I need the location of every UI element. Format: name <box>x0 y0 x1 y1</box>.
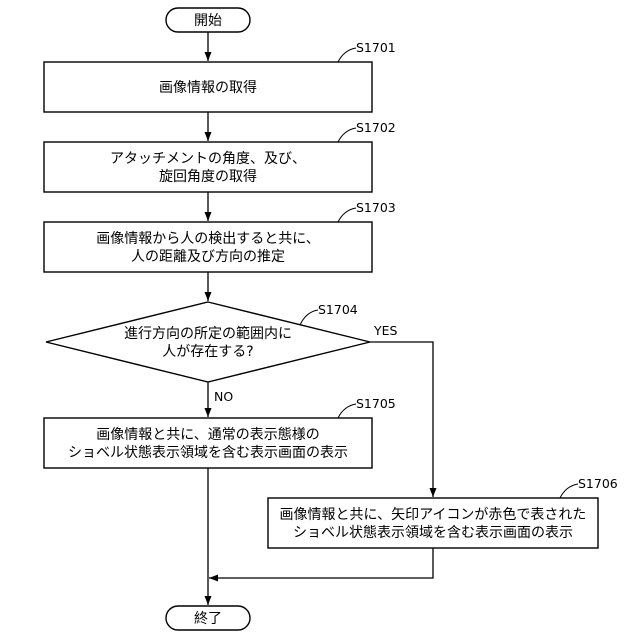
start-label: 開始 <box>194 13 222 29</box>
branch-label-no: NO <box>214 389 233 404</box>
decision-s1704-id: S1704 <box>318 302 358 317</box>
step-s1702-text-line2: 旋回角度の取得 <box>159 168 257 185</box>
process-step-s1702: アタッチメントの角度、及び、 旋回角度の取得 S1702 <box>44 120 396 192</box>
step-s1705-text-line1: 画像情報と共に、通常の表示態様の <box>96 427 320 443</box>
step-s1702-text-line1: アタッチメントの角度、及び、 <box>110 151 306 167</box>
decision-s1704-text-line2: 人が存在する? <box>162 344 253 360</box>
arrow-s1706-merge <box>209 548 433 578</box>
step-s1703-id: S1703 <box>356 200 396 215</box>
step-s1703-text-line2: 人の距離及び方向の推定 <box>131 248 285 265</box>
process-step-s1705: 画像情報と共に、通常の表示態様の ショベル状態表示領域を含む表示画面の表示 S1… <box>44 396 396 468</box>
step-s1701-leader <box>338 48 356 62</box>
end-label: 終了 <box>194 611 222 627</box>
decision-s1704-leader <box>300 310 318 325</box>
step-s1701-text: 画像情報の取得 <box>159 79 257 96</box>
arrow-yes-to-s1706 <box>370 342 433 497</box>
process-step-s1701: 画像情報の取得 S1701 <box>44 40 396 112</box>
start-terminal: 開始 <box>166 8 250 32</box>
step-s1701-id: S1701 <box>356 40 396 55</box>
end-terminal: 終了 <box>166 606 250 630</box>
decision-s1704-text-line1: 進行方向の所定の範囲内に <box>124 325 292 342</box>
decision-s1704: 進行方向の所定の範囲内に 人が存在する? S1704 <box>46 302 370 382</box>
process-step-s1703: 画像情報から人の検出すると共に、 人の距離及び方向の推定 S1703 <box>44 200 396 272</box>
step-s1703-leader <box>338 208 356 222</box>
step-s1703-text-line1: 画像情報から人の検出すると共に、 <box>96 231 320 247</box>
step-s1702-id: S1702 <box>356 120 396 135</box>
step-s1706-leader <box>560 484 578 498</box>
step-s1706-id: S1706 <box>578 476 618 491</box>
step-s1705-id: S1705 <box>356 396 396 411</box>
process-step-s1706: 画像情報と共に、矢印アイコンが赤色で表された ショベル状態表示領域を含む表示画面… <box>268 476 618 548</box>
step-s1702-leader <box>338 128 356 142</box>
step-s1706-text-line1: 画像情報と共に、矢印アイコンが赤色で表された <box>280 506 587 523</box>
branch-label-yes: YES <box>373 323 398 338</box>
step-s1705-text-line2: ショベル状態表示領域を含む表示画面の表示 <box>68 444 348 461</box>
step-s1705-leader <box>338 404 356 418</box>
step-s1706-text-line2: ショベル状態表示領域を含む表示画面の表示 <box>293 524 573 541</box>
